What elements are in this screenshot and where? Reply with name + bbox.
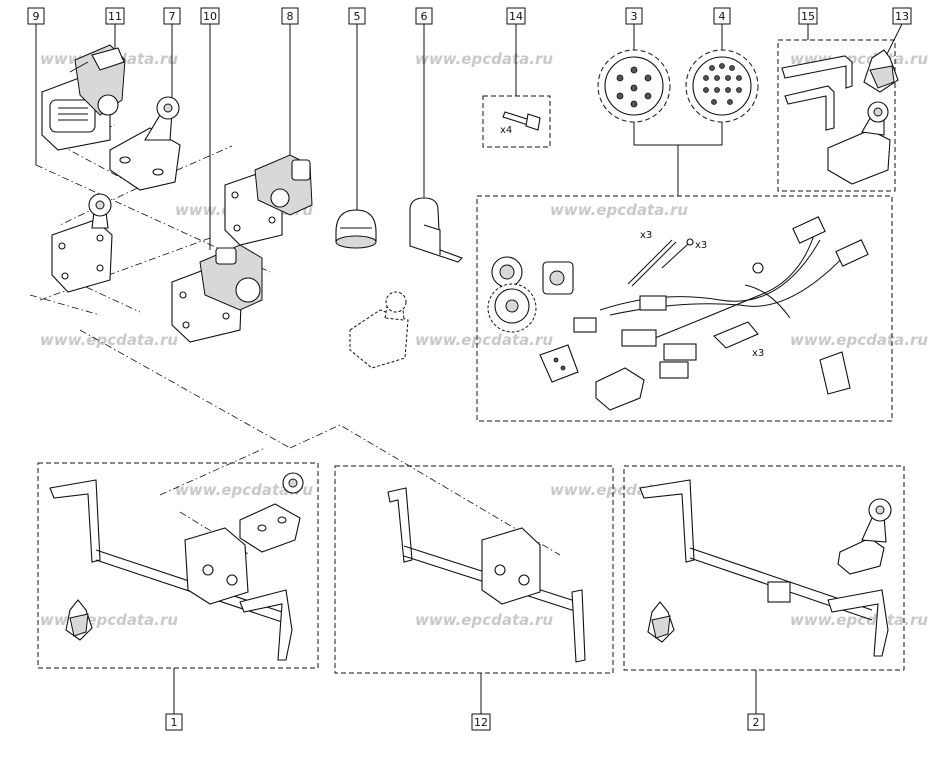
svg-text:14: 14 xyxy=(509,10,523,23)
group-boxes xyxy=(37,39,905,674)
watermark-text: www.epcdata.ru xyxy=(415,50,553,68)
callout-2: 2 xyxy=(747,713,765,731)
leader-lines xyxy=(35,23,903,714)
part-2-towbar-with-ball xyxy=(639,479,892,657)
tie-quantity: x3 xyxy=(640,230,652,241)
watermark-text: www.epcdata.ru xyxy=(790,331,928,349)
svg-text:12: 12 xyxy=(474,716,488,729)
part-7-tow-ball-plate xyxy=(109,96,181,191)
svg-text:5: 5 xyxy=(354,10,361,23)
callout-11: 11 xyxy=(105,7,125,25)
svg-text:15: 15 xyxy=(801,10,815,23)
svg-text:4: 4 xyxy=(719,10,726,23)
watermark-text: www.epcdata.ru xyxy=(40,611,178,629)
callout-9: 9 xyxy=(27,7,45,25)
watermark-text: www.epcdata.ru xyxy=(415,611,553,629)
part-12-towbar-flange xyxy=(387,487,586,663)
callout-8: 8 xyxy=(281,7,299,25)
callout-6: 6 xyxy=(415,7,433,25)
callout-12: 12 xyxy=(471,713,491,731)
group-box-1 xyxy=(37,462,319,669)
pad-quantity: x3 xyxy=(752,348,764,359)
group-box-2 xyxy=(623,465,905,671)
svg-text:7: 7 xyxy=(169,10,176,23)
group-box-15 xyxy=(777,39,896,192)
callout-14: 14 xyxy=(506,7,526,25)
svg-text:1: 1 xyxy=(171,716,178,729)
callout-1: 1 xyxy=(165,713,183,731)
svg-text:6: 6 xyxy=(421,10,428,23)
callout-13: 13 xyxy=(892,7,912,25)
bolt-quantity: x3 xyxy=(695,240,707,251)
part-ghost-bracket xyxy=(349,291,409,369)
group-ring-4 xyxy=(685,49,759,123)
callout-10: 10 xyxy=(200,7,220,25)
svg-text:10: 10 xyxy=(203,10,217,23)
callout-15: 15 xyxy=(798,7,818,25)
part-9-tow-ball-flange xyxy=(51,193,113,293)
svg-text:8: 8 xyxy=(287,10,294,23)
part-14-screw: x4 xyxy=(500,111,541,136)
part-4-13-pin-socket xyxy=(692,56,752,116)
callout-5: 5 xyxy=(348,7,366,25)
svg-text:2: 2 xyxy=(753,716,760,729)
svg-text:11: 11 xyxy=(108,10,122,23)
part-6-socket-bracket xyxy=(409,197,463,263)
part-13-hardware-bag xyxy=(863,49,899,93)
watermark-text: www.epcdata.ru xyxy=(550,201,688,219)
watermark-text: www.epcdata.ru xyxy=(415,331,553,349)
part-8-pin-coupling xyxy=(224,154,313,246)
group-box-12 xyxy=(334,465,614,674)
part-1-towbar-with-coupling xyxy=(49,472,304,661)
watermark-text: www.epcdata.ru xyxy=(175,481,313,499)
screw-quantity: x4 xyxy=(500,125,512,136)
part-5-socket-cap xyxy=(335,209,377,249)
group-box-14 xyxy=(482,95,551,148)
callout-3: 3 xyxy=(625,7,643,25)
watermark-text: www.epcdata.ru xyxy=(790,611,928,629)
part-15-bracket-set xyxy=(781,55,891,185)
part-10-hook-coupling xyxy=(171,244,263,343)
callout-7: 7 xyxy=(163,7,181,25)
watermark-text: www.epcdata.ru xyxy=(40,331,178,349)
svg-text:9: 9 xyxy=(33,10,40,23)
svg-text:3: 3 xyxy=(631,10,638,23)
callout-4: 4 xyxy=(713,7,731,25)
part-3-7-pin-socket xyxy=(604,56,664,116)
callouts: 9 11 7 10 8 5 6 14 3 4 15 13 1 12 2 xyxy=(27,7,912,731)
group-ring-3 xyxy=(597,49,671,123)
part-11-tow-hook-socket xyxy=(41,44,126,151)
svg-text:13: 13 xyxy=(895,10,909,23)
part-wiring-kit: x3 x3 x3 xyxy=(487,216,869,411)
